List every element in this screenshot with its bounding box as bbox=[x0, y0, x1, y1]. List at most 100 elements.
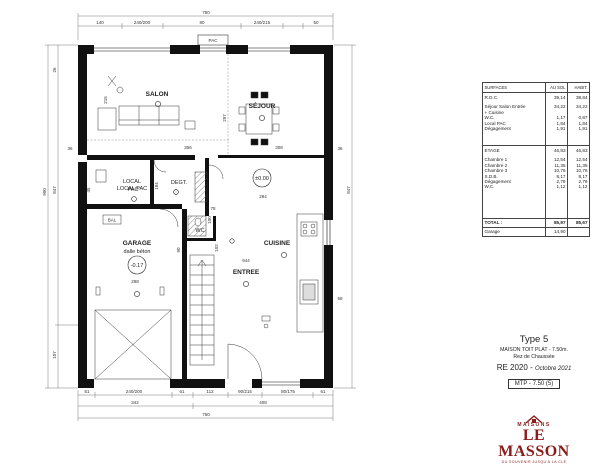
hatched-wall bbox=[194, 171, 208, 203]
garage-level: -0.17 bbox=[131, 263, 144, 269]
top-dim-3: 80 bbox=[199, 20, 205, 25]
dim-297: 297 bbox=[222, 114, 227, 122]
bal-label: BAL bbox=[108, 218, 117, 223]
etage-hab: 8,17 bbox=[578, 173, 588, 179]
right-dim-b: 58 bbox=[337, 296, 343, 301]
salon-outlet-icon bbox=[155, 101, 161, 107]
rdc-row: Séjour Salon Entrée bbox=[484, 104, 526, 110]
right-dimensions bbox=[334, 44, 356, 389]
rdc-sol: 1,91 bbox=[556, 126, 566, 132]
etage-sol: 2,79 bbox=[556, 179, 566, 185]
model-code: MTP - 7.50 (5) bbox=[507, 379, 561, 389]
pac-unit bbox=[197, 34, 229, 46]
entree-outlet-icon bbox=[243, 281, 249, 287]
cuisine-outlet-icon bbox=[281, 252, 287, 258]
entrance-door bbox=[227, 343, 263, 380]
etage-sol-column: 46,83 12,54 11,35 10,76 8,17 2,79 1,12 bbox=[545, 145, 568, 219]
level-000: ±0.00 bbox=[255, 176, 269, 182]
etage-hab: 11,35 bbox=[576, 162, 588, 168]
degt-outlet-icon bbox=[173, 189, 179, 195]
garage-fixture-left bbox=[95, 286, 101, 296]
logo-name: LE MASSON bbox=[498, 427, 570, 460]
garage-surface-label: Garage bbox=[482, 227, 546, 237]
dim-45: 45 bbox=[86, 187, 91, 193]
au-sol-header: AU SOL bbox=[545, 82, 568, 93]
top-dim-1: 140 bbox=[96, 20, 104, 25]
dim-284: 284 bbox=[259, 194, 267, 199]
bottom-dim-1: 51 bbox=[84, 389, 90, 394]
bottom-dim-5: 90/215 bbox=[238, 389, 252, 394]
bottom-dim-342: 342 bbox=[131, 400, 139, 405]
garage-surface-hab bbox=[567, 227, 590, 237]
regulation-line: RE 2020 - Octobre 2021 bbox=[496, 363, 572, 372]
top-dim-5: 50 bbox=[313, 20, 319, 25]
etage-sol: 10,76 bbox=[554, 168, 566, 174]
dim-356: 356 bbox=[184, 145, 192, 150]
rdc-row: Local PAC bbox=[484, 120, 506, 126]
dim-78: 78 bbox=[210, 206, 216, 211]
total-hab: 85,67 bbox=[567, 218, 590, 228]
bottom-dim-7: 61 bbox=[320, 389, 326, 394]
dim-215: 215 bbox=[103, 96, 108, 104]
dim-102: 102 bbox=[214, 244, 219, 252]
right-total-dimension: 847 bbox=[346, 186, 351, 194]
rdc-sol: 1,17 bbox=[556, 115, 566, 121]
room-label-cuisine: CUISINE bbox=[264, 240, 291, 247]
left-dim-b: 107 bbox=[52, 351, 57, 359]
rdc-title-hab: 38,84 bbox=[576, 95, 588, 100]
surfaces-table: SURFACES AU SOL HABIT. R.D.C. Séjour Sal… bbox=[482, 82, 590, 237]
rdc-title-sol: 39,14 bbox=[554, 95, 566, 100]
etage-hab: 1,12 bbox=[578, 184, 588, 190]
windows bbox=[94, 47, 331, 386]
left-inner-dimension: 847 bbox=[52, 186, 57, 194]
logo-top-text: MAISONS bbox=[517, 422, 551, 428]
bottom-dim-6: 80/175 bbox=[281, 389, 295, 394]
etage-row: S.D.B. bbox=[484, 173, 498, 179]
top-dimensions bbox=[77, 13, 334, 40]
rdc-sol: 34,22 bbox=[554, 104, 566, 110]
salon-furniture bbox=[97, 75, 196, 131]
local-pac-outlet-icon bbox=[131, 196, 137, 202]
rdc-hab: 1,84 bbox=[578, 120, 588, 126]
bottom-dimensions bbox=[77, 390, 334, 421]
dining-table bbox=[238, 91, 280, 146]
pac-unit-label: PAC bbox=[209, 38, 219, 43]
left-total-dimension: 900 bbox=[42, 188, 47, 196]
etage-row: Chambre 3 bbox=[484, 168, 508, 174]
rdc-hab: 34,22 bbox=[576, 104, 588, 110]
top-dim-2: 240/200 bbox=[134, 20, 151, 25]
garage-floor-type: dalle béton bbox=[124, 249, 151, 255]
entry-light bbox=[263, 323, 269, 329]
garage-fixture-right bbox=[159, 286, 165, 296]
top-dim-4: 240/215 bbox=[254, 20, 271, 25]
dim-298: 298 bbox=[131, 279, 139, 284]
staircase bbox=[189, 254, 215, 366]
etage-title-sol: 46,83 bbox=[554, 148, 566, 153]
surfaces-header: SURFACES bbox=[482, 82, 546, 93]
house-description: MAISON TOIT PLAT - 7.50m. bbox=[500, 347, 568, 353]
etage-sol: 12,54 bbox=[554, 157, 566, 163]
room-label-garage: GARAGE bbox=[123, 240, 152, 247]
floor-level: Rez de Chaussée bbox=[513, 353, 555, 360]
rdc-hab: 1,91 bbox=[578, 126, 588, 132]
top-total-dimension: 750 bbox=[202, 10, 210, 15]
etage-row: Dégagement bbox=[484, 179, 511, 185]
room-label-degt: DEGT. bbox=[171, 180, 188, 186]
rdc-title: R.D.C. bbox=[484, 95, 499, 100]
bottom-dim-4: 112 bbox=[206, 389, 214, 394]
total-label: TOTAL : bbox=[482, 218, 546, 228]
company-logo: MAISONS LE MASSON DU SOUVENIR JUSQU'À LA… bbox=[487, 411, 581, 464]
toilet-icon bbox=[194, 217, 202, 227]
garage-door bbox=[94, 309, 172, 380]
bottom-dim-408: 408 bbox=[259, 400, 267, 405]
right-dim-a: 36 bbox=[337, 146, 343, 151]
dim-944: 944 bbox=[242, 258, 250, 263]
etage-hab: 2,79 bbox=[578, 179, 588, 185]
garage-outlet-icon bbox=[134, 291, 140, 297]
room-label-sejour: SÉJOUR bbox=[249, 101, 276, 110]
garage-level-circle bbox=[127, 255, 147, 275]
dim-184: 184 bbox=[154, 182, 159, 190]
wc-outlet-icon bbox=[229, 238, 235, 244]
exterior-walls bbox=[78, 45, 333, 388]
dim-90: 90 bbox=[176, 247, 181, 253]
